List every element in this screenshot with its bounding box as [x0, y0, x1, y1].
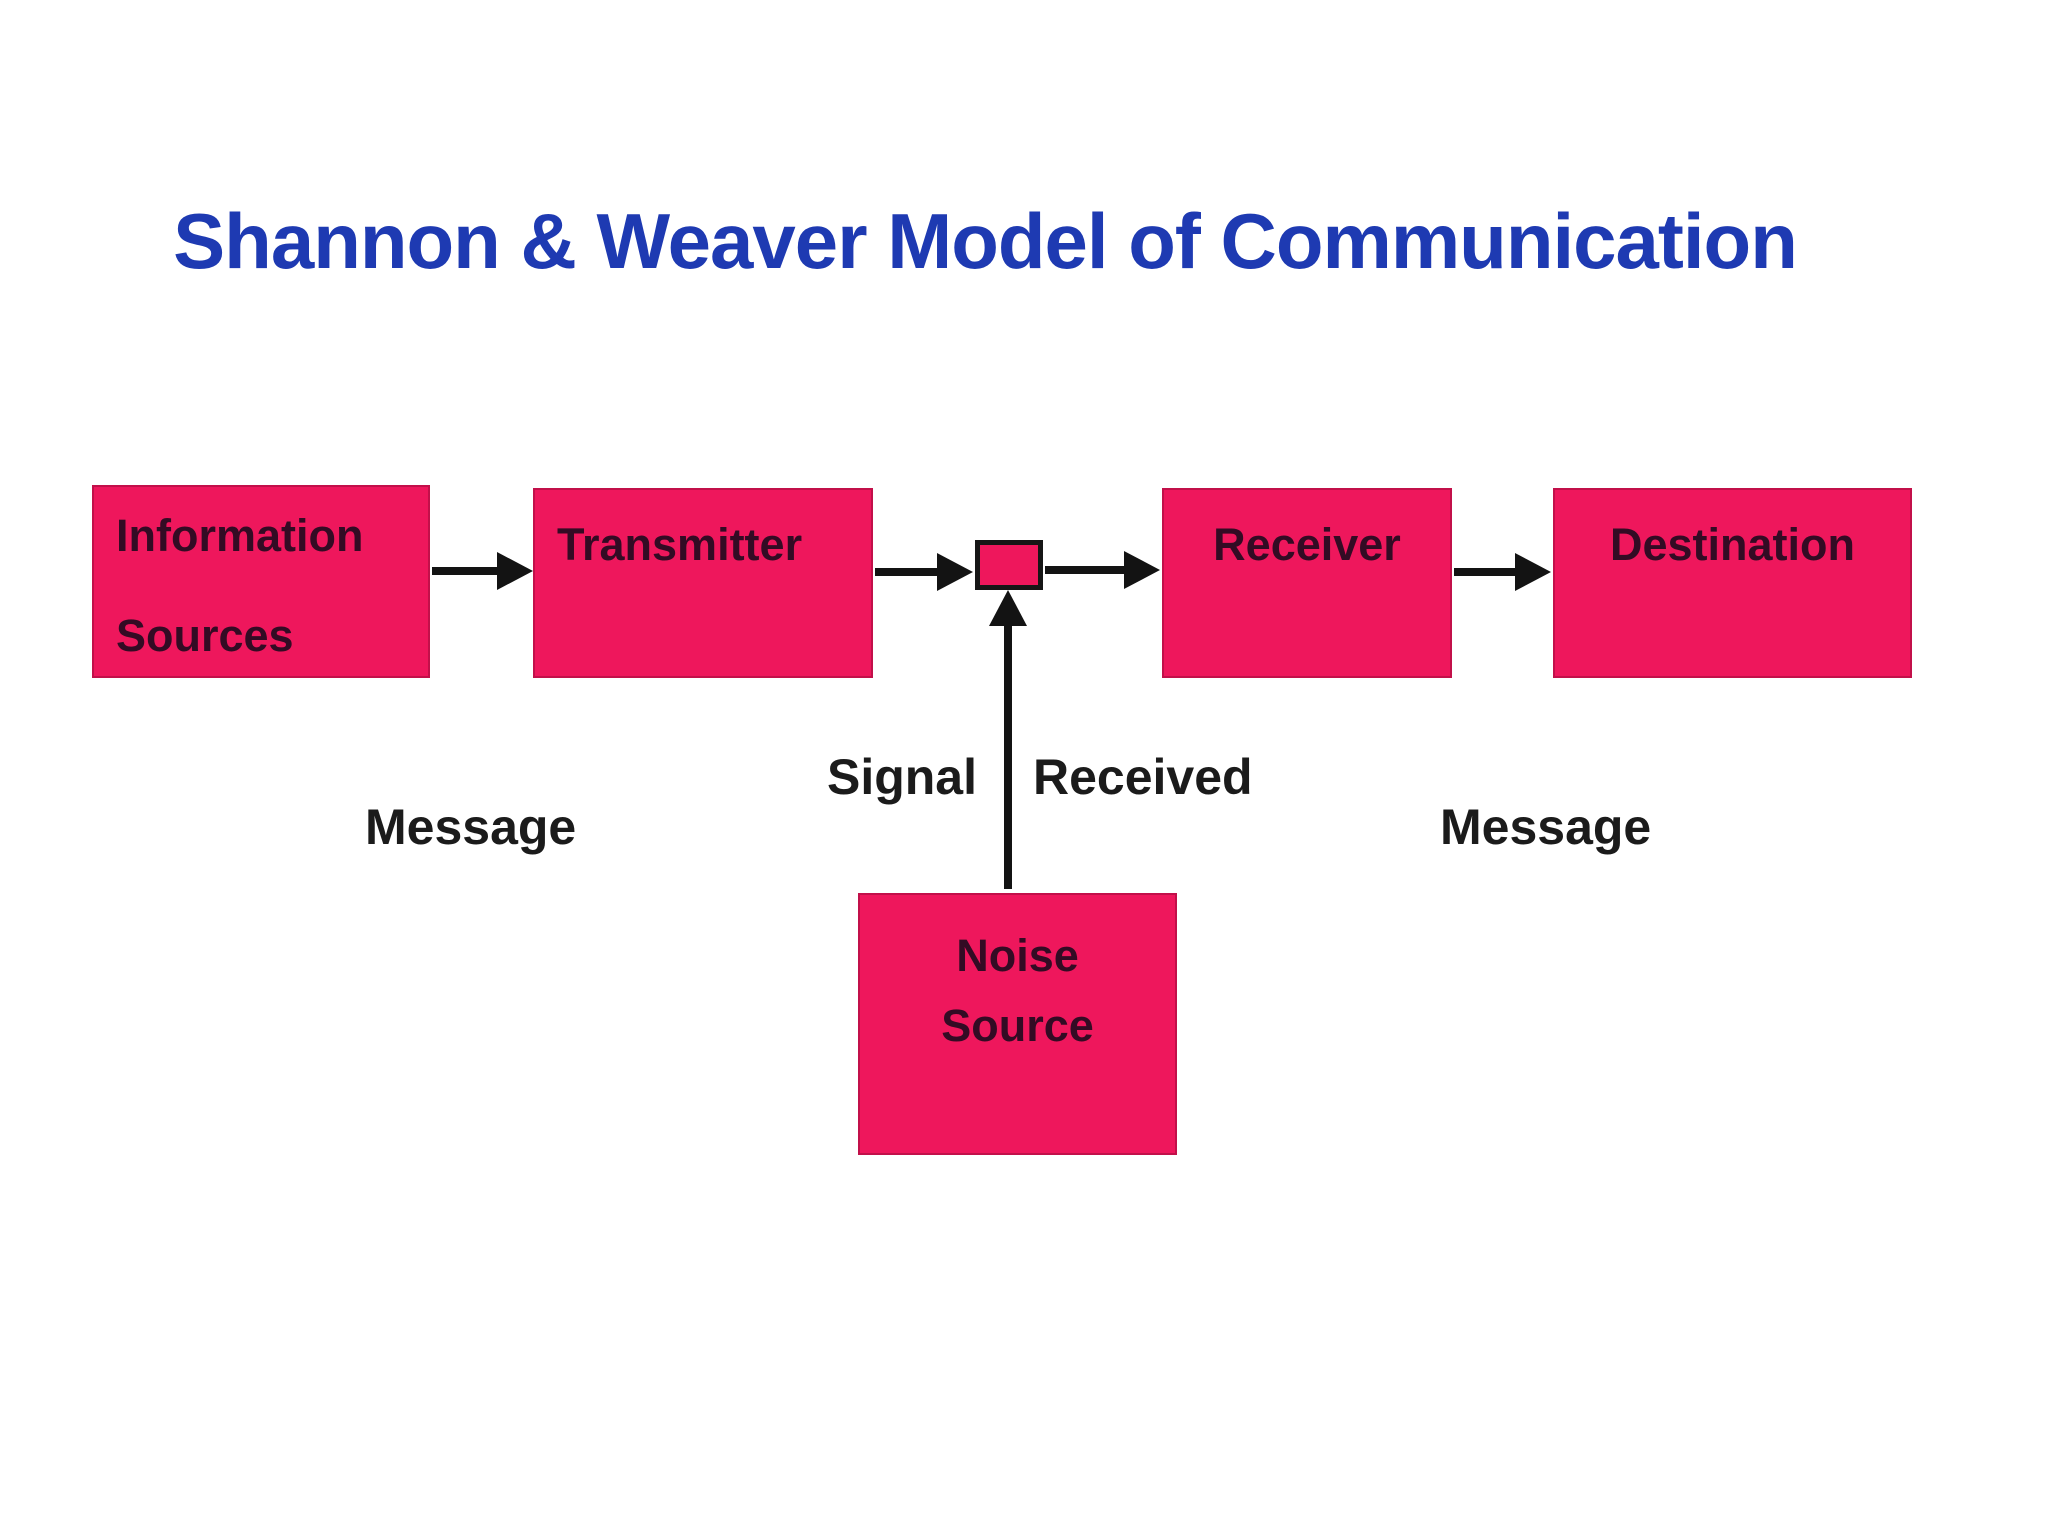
- node-transmitter: Transmitter: [533, 488, 873, 678]
- label-message-left: Message: [365, 799, 577, 855]
- node-signal-junction: [975, 540, 1043, 590]
- arrow-information-to-transmitter: [432, 552, 533, 590]
- arrow-transmitter-to-junction: [875, 553, 973, 591]
- label-signal: Signal: [826, 749, 977, 805]
- node-noise-source: Noise Source: [858, 893, 1177, 1155]
- node-label-line: Destination: [1609, 519, 1856, 570]
- arrow-receiver-to-destination: [1454, 553, 1551, 591]
- node-receiver: Receiver: [1162, 488, 1452, 678]
- node-information-sources: Information Sources: [92, 485, 430, 678]
- arrow-junction-to-receiver: [1045, 551, 1160, 589]
- arrow-noise-to-junction: [989, 590, 1027, 889]
- page-title: Shannon & Weaver Model of Communication: [173, 197, 1798, 285]
- node-destination: Destination: [1553, 488, 1912, 678]
- node-label-line: Receiver: [1213, 519, 1401, 570]
- label-message-right: Message: [1440, 799, 1652, 855]
- node-label-line: Source: [941, 999, 1094, 1051]
- node-label-line: Information: [116, 510, 364, 561]
- node-label-line: Noise: [956, 930, 1079, 981]
- node-label-line: Sources: [116, 609, 294, 661]
- label-received: Received: [1033, 749, 1253, 805]
- node-label-line: Transmitter: [557, 519, 803, 570]
